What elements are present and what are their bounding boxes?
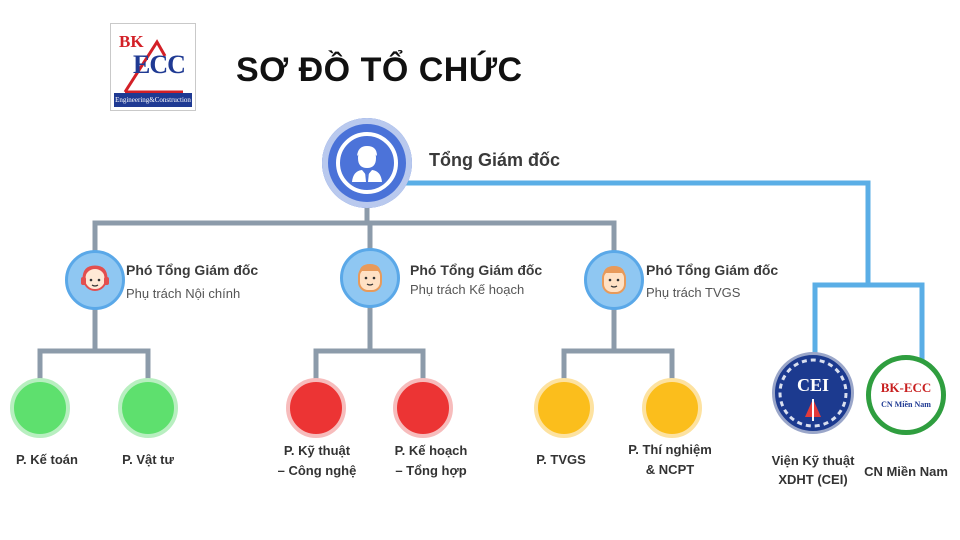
deputy-3-subtitle: Phụ trách TVGS — [646, 285, 741, 300]
deputy-node-1 — [65, 250, 125, 310]
cei-label-line: Viện Kỹ thuật — [771, 453, 855, 468]
south-logo-line2: CN Miền Nam — [881, 400, 931, 409]
dept-label-accounting: P. Kế toán — [0, 450, 94, 470]
dept-node-accounting — [10, 378, 70, 438]
dept-label-line: P. Thí nghiệm — [628, 442, 712, 457]
dept-label-testing: P. Thí nghiệm & NCPT — [622, 440, 718, 480]
logo-ecc-text: ECC — [133, 50, 186, 79]
logo-triangle-icon — [123, 39, 183, 94]
page-title: SƠ ĐỒ TỔ CHỨC — [236, 51, 523, 89]
deputy-1-subtitle: Phụ trách Nội chính — [126, 286, 241, 301]
dept-label-line: P. Vật tư — [122, 452, 174, 467]
dept-label-line: P. Kế toán — [16, 452, 78, 467]
gear-ring-icon — [778, 358, 848, 428]
dept-node-testing — [642, 378, 702, 438]
dept-node-planning — [393, 378, 453, 438]
deputy-node-3 — [584, 250, 644, 310]
deputy-2-subtitle: Phụ trách Kế hoạch — [410, 282, 525, 297]
dept-label-line: – Công nghệ — [277, 463, 357, 478]
ceo-node-inner — [336, 132, 398, 194]
south-branch-logo: BK-ECC CN Miền Nam — [866, 355, 946, 435]
dept-label-supplies: P. Vật tư — [101, 450, 195, 470]
dept-node-supplies — [118, 378, 178, 438]
company-logo: BK ECC Engineering&Construction — [110, 23, 196, 111]
dept-label-tvgs: P. TVGS — [514, 450, 608, 470]
woman-headset-icon — [81, 265, 109, 291]
dept-node-tvgs — [534, 378, 594, 438]
ceo-node — [322, 118, 412, 208]
dept-label-line: P. Kỹ thuật — [283, 443, 351, 458]
deputy-1-title: Phó Tổng Giám đốc — [126, 262, 259, 278]
south-logo-line1: BK-ECC — [880, 380, 932, 395]
man-face-icon — [602, 266, 626, 294]
deputy-3-title: Phó Tổng Giám đốc — [646, 262, 779, 278]
man-face-icon — [358, 264, 382, 292]
cei-label: Viện Kỹ thuật XDHT (CEI) — [765, 451, 861, 489]
dept-label-line: & NCPT — [645, 462, 695, 477]
businessman-icon — [352, 146, 382, 182]
cei-logo: CEI — [772, 352, 854, 434]
dept-label-technical: P. Kỹ thuật – Công nghệ — [270, 441, 364, 481]
dept-label-line: P. Kế hoạch — [394, 443, 468, 458]
logo-tagline: Engineering&Construction — [114, 93, 192, 107]
dept-node-technical — [286, 378, 346, 438]
south-branch-label: CN Miền Nam — [864, 464, 948, 479]
deputy-node-2 — [340, 248, 400, 308]
dept-label-planning: P. Kế hoạch – Tổng hợp — [384, 441, 478, 481]
dept-label-line: – Tổng hợp — [395, 463, 467, 478]
deputy-2-title: Phó Tổng Giám đốc — [410, 262, 543, 278]
logo-bk-text: BK — [119, 32, 144, 51]
cei-label-line: XDHT (CEI) — [778, 472, 848, 487]
cei-logo-text: CEI — [796, 375, 829, 395]
dept-label-line: P. TVGS — [536, 452, 586, 467]
ceo-label: Tổng Giám đốc — [429, 150, 561, 170]
